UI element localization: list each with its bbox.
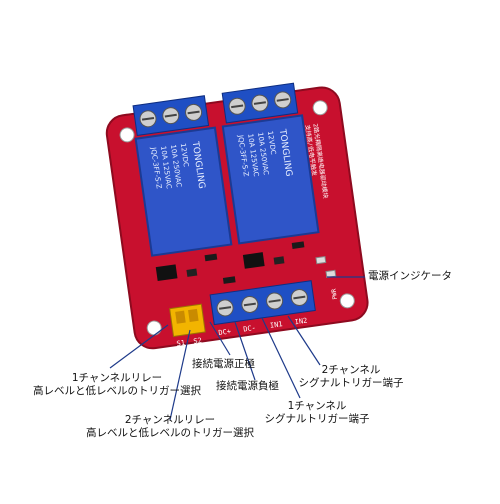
relay-1: TONGLING 12VDC 10A 250VAC 10A 125VAC JQC… (134, 126, 233, 257)
ch1-trigger-select-line2: 高レベルと低レベルのトリガー選択 (33, 385, 201, 397)
in1-silk-label: IN1 (269, 320, 283, 330)
s2-silk-label: S2 (193, 337, 202, 346)
transistor (186, 268, 198, 277)
resistor (222, 276, 236, 284)
dc-minus-silk-label: DC- (243, 324, 257, 334)
ch2-trigger-select-line2: 高レベルと低レベルのトリガー選択 (86, 427, 254, 439)
power-indicator-label: 電源インジケータ (368, 270, 452, 282)
in2-silk-label: IN2 (294, 317, 308, 327)
optocoupler-2 (242, 252, 265, 269)
dc-plus-silk-label: DC+ (218, 327, 232, 337)
pwr-silk-label: PWR (330, 288, 338, 300)
input-terminal: DC+ DC- IN1 IN2 (209, 280, 316, 337)
dc-positive-label: 接続電源正極 (192, 358, 255, 370)
mount-hole-icon (312, 100, 328, 116)
leader-lines (109, 276, 365, 421)
relay2-output-terminal (221, 82, 299, 124)
ch2-trigger-select-line1: 2チャンネルリレー (124, 414, 216, 426)
ch2-signal-terminal-label: 2チャンネル シグナルトリガー端子 (296, 364, 406, 390)
mount-hole-icon (119, 127, 135, 143)
resistor (204, 253, 218, 262)
transistor (273, 256, 285, 265)
mount-hole-icon (339, 293, 355, 309)
pcb-board: TONGLING 12VDC 10A 250VAC 10A 125VAC JQC… (57, 82, 369, 350)
ch2-signal-line2: シグナルトリガー端子 (298, 377, 404, 389)
dc-negative-label: 接続電源負極 (216, 380, 279, 392)
relay2-voltage-label: 12VDC (266, 130, 277, 155)
power-led (325, 269, 337, 279)
led-indicator (315, 255, 327, 265)
s1-silk-label: S1 (176, 339, 185, 348)
resistor (291, 241, 305, 249)
relay-2: TONGLING 12VDC 10A 250VAC 10A 125VAC JQC… (221, 114, 320, 245)
optocoupler-1 (155, 264, 178, 282)
ch1-signal-line1: 1チャンネル (287, 400, 347, 412)
ch1-trigger-select-label: 1チャンネルリレー 高レベルと低レベルのトリガー選択 (12, 372, 222, 398)
relay1-output-terminal (132, 95, 210, 137)
trigger-jumper: S1 S2 (169, 303, 206, 348)
ch1-signal-line2: シグナルトリガー端子 (264, 413, 370, 425)
ch1-trigger-select-line1: 1チャンネルリレー (71, 372, 163, 384)
relay1-voltage-label: 12VDC (179, 143, 190, 168)
ch2-signal-line1: 2チャンネル (321, 364, 381, 376)
ch2-trigger-select-label: 2チャンネルリレー 高レベルと低レベルのトリガー選択 (60, 414, 280, 440)
ch1-signal-terminal-label: 1チャンネル シグナルトリガー端子 (262, 400, 372, 426)
